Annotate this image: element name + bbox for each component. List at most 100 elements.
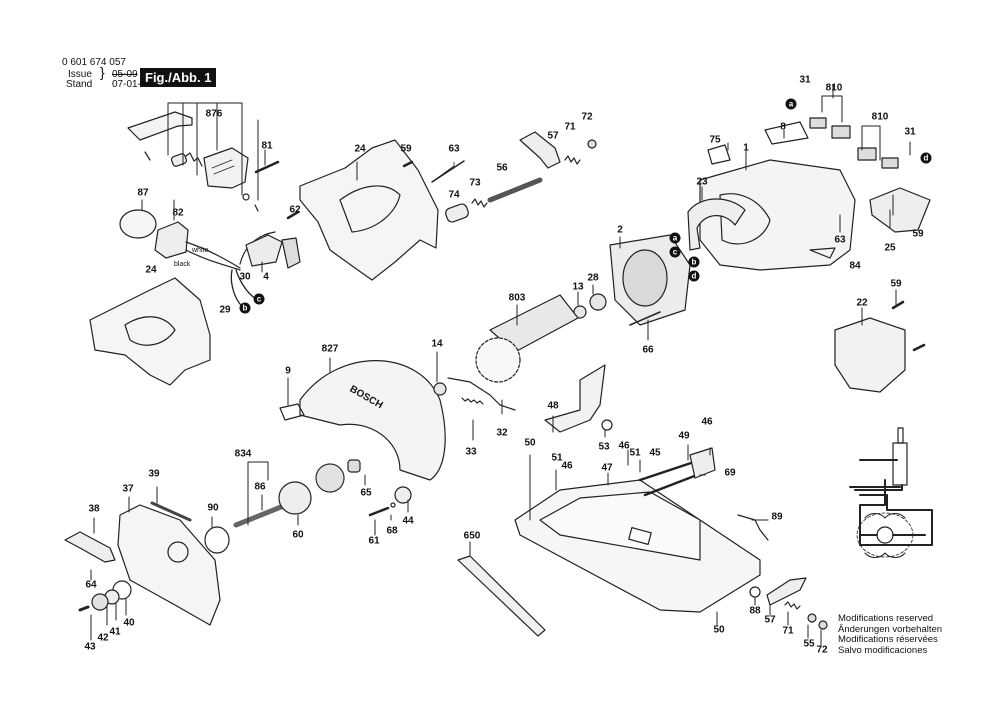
- part-label: 47: [601, 462, 613, 474]
- part-label: 59: [890, 278, 902, 290]
- part-label: 46: [618, 440, 630, 452]
- part-label: 68: [386, 525, 398, 537]
- part-label: 84: [849, 260, 861, 272]
- part-label: 2: [617, 224, 623, 236]
- part-label: 8: [780, 121, 786, 133]
- part-label: 69: [724, 467, 736, 479]
- part-label: 57: [547, 130, 559, 142]
- wire-label-black: black: [174, 261, 191, 268]
- part-label: 72: [581, 111, 593, 123]
- stand-label: Stand: [66, 79, 93, 90]
- part-label: 834: [234, 448, 252, 460]
- connector-a-brush: a: [785, 98, 797, 110]
- part-label: 1: [743, 142, 749, 154]
- part-87: [119, 209, 157, 239]
- lower-guard-37: [117, 504, 221, 626]
- connector-d-brush: d: [920, 152, 932, 164]
- part-23: [687, 198, 746, 251]
- part-label: 44: [402, 515, 414, 527]
- part-label: 57: [764, 614, 776, 626]
- part-label: 40: [123, 617, 135, 629]
- connector-b-wire: b: [239, 302, 251, 314]
- connector-a-field: a: [669, 232, 681, 244]
- part-label: 4: [263, 271, 269, 283]
- part-label: 14: [431, 338, 443, 350]
- part-label: 64: [85, 579, 97, 591]
- connector-b-field: b: [688, 256, 700, 268]
- part-label: 46: [561, 460, 573, 472]
- connector-c-wire: c: [253, 293, 265, 305]
- screw-81: [254, 160, 280, 174]
- part-label: 25: [884, 242, 896, 254]
- part-label: 650: [463, 530, 481, 542]
- part-label: 66: [642, 344, 654, 356]
- strap-650: [457, 555, 546, 637]
- blade-guard-827: [299, 360, 446, 481]
- modifications-fr: Modifications réservées: [838, 634, 938, 645]
- part-25: [869, 187, 931, 233]
- part-label: 50: [524, 437, 536, 449]
- part-label: 51: [551, 452, 563, 464]
- part-label: 810: [871, 111, 889, 123]
- modifications-de: Änderungen vorbehalten: [838, 623, 943, 635]
- figure-label: Fig./Abb. 1: [140, 68, 217, 87]
- part-label: 60: [292, 529, 304, 541]
- part-label: 61: [368, 535, 380, 547]
- modifications-notice: Modifications reserved Änderungen vorbeh…: [838, 613, 943, 656]
- modifications-es: Salvo modificaciones: [838, 644, 928, 656]
- part-label: 89: [771, 511, 783, 523]
- part-label: 59: [400, 143, 412, 155]
- part-label: 75: [709, 134, 721, 146]
- part-label: 65: [360, 487, 372, 499]
- part-label: 63: [834, 234, 846, 246]
- part-label: 56: [496, 162, 508, 174]
- wire-label-white: white: [192, 247, 209, 254]
- part-label: 32: [496, 427, 508, 439]
- modifications-en: Modifications reserved: [838, 613, 934, 624]
- housing-24-lower: [89, 277, 211, 386]
- part-label: 43: [84, 641, 96, 653]
- part-label: 31: [904, 126, 916, 138]
- part-label: 827: [321, 343, 339, 355]
- part-label: 81: [261, 140, 273, 152]
- part-label: 22: [856, 297, 868, 309]
- part-label: 28: [587, 272, 599, 284]
- stand-value: 07-01-31: [112, 79, 153, 90]
- part-label: 71: [782, 625, 794, 637]
- part-number: 0 601 674 057: [62, 57, 126, 68]
- part-label: 9: [285, 365, 291, 377]
- connector-c-field: c: [669, 246, 681, 258]
- issue-label: Issue: [68, 69, 92, 80]
- part-label: 55: [803, 638, 815, 650]
- part-label: 82: [172, 207, 184, 219]
- part-label: 73: [469, 177, 481, 189]
- part-label: 88: [749, 605, 761, 617]
- connector-d-field: d: [688, 270, 700, 282]
- housing-24-upper: [299, 139, 439, 281]
- part-label: 39: [148, 468, 160, 480]
- part-label: 37: [122, 483, 134, 495]
- switch-4: [245, 234, 283, 267]
- part-22: [834, 317, 906, 393]
- part-label: 803: [508, 292, 526, 304]
- part-label: 13: [572, 281, 584, 293]
- part-label: 24: [145, 264, 157, 276]
- part-label: 59: [912, 228, 924, 240]
- part-label: 71: [564, 121, 576, 133]
- part-label: 49: [678, 430, 690, 442]
- part-label: 41: [109, 626, 121, 638]
- part-label: 48: [547, 400, 559, 412]
- part-label: 53: [598, 441, 610, 453]
- part-label: 876: [205, 108, 223, 120]
- part-label: 72: [816, 644, 828, 656]
- part-label: 24: [354, 143, 366, 155]
- part-label: 42: [97, 632, 109, 644]
- part-label: 74: [448, 189, 460, 201]
- part-label: 45: [649, 447, 661, 459]
- part-label: 90: [207, 502, 219, 514]
- handle-assembly-876: [127, 102, 259, 212]
- part-label: 63: [448, 143, 460, 155]
- issue-value: 05-09: [112, 69, 138, 80]
- leader-lines: [90, 84, 911, 646]
- part-label: 29: [219, 304, 231, 316]
